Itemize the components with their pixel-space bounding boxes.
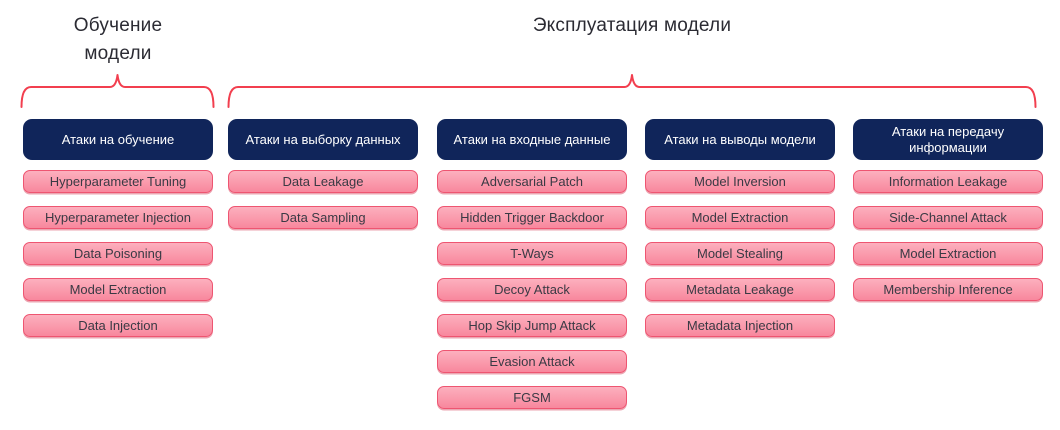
- attack-item: Adversarial Patch: [437, 170, 627, 193]
- exploitation-brace: [227, 74, 1037, 108]
- attack-item: Metadata Leakage: [645, 278, 835, 301]
- column-header: Атаки на обучение: [23, 119, 213, 160]
- attack-item: Data Sampling: [228, 206, 418, 229]
- column-attacks-on-data-sampling: Атаки на выборку данных Data Leakage Dat…: [228, 119, 418, 229]
- attack-item: Model Inversion: [645, 170, 835, 193]
- attack-item: Data Injection: [23, 314, 213, 337]
- attack-item: Hidden Trigger Backdoor: [437, 206, 627, 229]
- attack-item: Information Leakage: [853, 170, 1043, 193]
- column-attacks-on-information-transfer: Атаки на передачу информации Information…: [853, 119, 1043, 301]
- attack-item: Evasion Attack: [437, 350, 627, 373]
- attack-item: Hyperparameter Injection: [23, 206, 213, 229]
- attack-item: Model Extraction: [645, 206, 835, 229]
- column-header: Атаки на выборку данных: [228, 119, 418, 160]
- column-items: Hyperparameter Tuning Hyperparameter Inj…: [23, 170, 213, 337]
- column-header: Атаки на передачу информации: [853, 119, 1043, 160]
- attack-item: Model Extraction: [23, 278, 213, 301]
- attack-item: Metadata Injection: [645, 314, 835, 337]
- training-brace: [20, 74, 215, 108]
- column-items: Information Leakage Side-Channel Attack …: [853, 170, 1043, 301]
- attack-item: Hyperparameter Tuning: [23, 170, 213, 193]
- column-items: Adversarial Patch Hidden Trigger Backdoo…: [437, 170, 627, 409]
- attack-item: Data Poisoning: [23, 242, 213, 265]
- column-attacks-on-input-data: Атаки на входные данные Adversarial Patc…: [437, 119, 627, 409]
- attack-item: Membership Inference: [853, 278, 1043, 301]
- attack-item: FGSM: [437, 386, 627, 409]
- column-attacks-on-model-outputs: Атаки на выводы модели Model Inversion M…: [645, 119, 835, 337]
- phase-label-exploitation: Эксплуатация модели: [532, 15, 732, 36]
- attack-item: Data Leakage: [228, 170, 418, 193]
- column-items: Data Leakage Data Sampling: [228, 170, 418, 229]
- attack-item: Model Extraction: [853, 242, 1043, 265]
- column-attacks-on-training: Атаки на обучение Hyperparameter Tuning …: [23, 119, 213, 337]
- column-header: Атаки на входные данные: [437, 119, 627, 160]
- attack-item: Side-Channel Attack: [853, 206, 1043, 229]
- attack-item: Decoy Attack: [437, 278, 627, 301]
- column-items: Model Inversion Model Extraction Model S…: [645, 170, 835, 337]
- attack-item: T-Ways: [437, 242, 627, 265]
- attack-item: Hop Skip Jump Attack: [437, 314, 627, 337]
- attack-item: Model Stealing: [645, 242, 835, 265]
- phase-label-training: Обучение модели: [73, 15, 163, 64]
- column-header: Атаки на выводы модели: [645, 119, 835, 160]
